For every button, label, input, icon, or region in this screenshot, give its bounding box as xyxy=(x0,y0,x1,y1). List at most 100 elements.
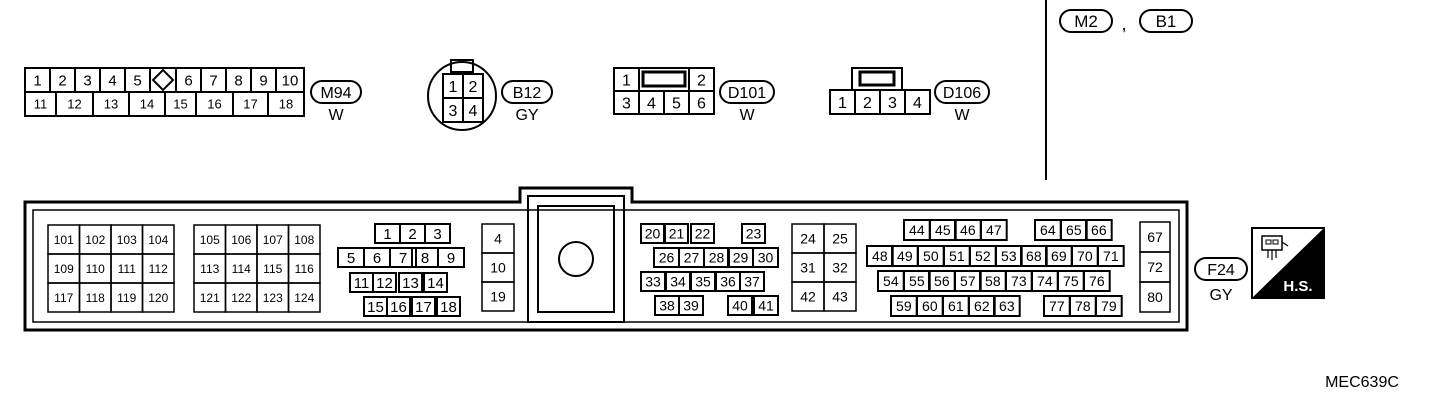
b12-label: B12 xyxy=(513,85,542,102)
pin-number: 24 xyxy=(800,231,816,247)
hs-badge-text: H.S. xyxy=(1283,278,1312,295)
pin-number: 12 xyxy=(376,275,393,292)
f24-pin: 62 xyxy=(968,295,996,317)
f24-pin: 123 xyxy=(256,282,290,313)
f24-pin: 67 xyxy=(1139,221,1171,253)
m94-color: W xyxy=(328,107,344,124)
m94-pin: 15 xyxy=(164,91,197,117)
pin-number: 77 xyxy=(1049,298,1065,314)
pin-number: 3 xyxy=(888,95,897,112)
pin-number: 110 xyxy=(86,262,105,276)
pin-number: 3 xyxy=(83,72,91,89)
f24-pin: 14 xyxy=(423,272,448,293)
pin-number: 43 xyxy=(832,289,848,305)
pin-number: 1 xyxy=(33,72,41,89)
pin-number: 1 xyxy=(622,72,631,89)
d106-pin: 1 xyxy=(829,89,856,115)
pin-number: 61 xyxy=(948,298,964,314)
f24-pin: 18 xyxy=(436,296,461,317)
f24-pin: 57 xyxy=(954,270,982,292)
pin-number: 66 xyxy=(1091,222,1107,238)
pin-number: 18 xyxy=(279,97,293,112)
f24-label: F24 xyxy=(1207,262,1235,279)
pin-number: 1 xyxy=(383,226,391,243)
pin-number: 27 xyxy=(684,250,700,266)
pin-number: 48 xyxy=(872,248,888,264)
b12-color: GY xyxy=(515,107,538,124)
f24-pin: 105 xyxy=(193,224,227,255)
ref-m2-oval xyxy=(1059,9,1113,33)
m94-pin: 9 xyxy=(250,67,277,93)
pin-number: 73 xyxy=(1011,273,1027,289)
f24-pin: 102 xyxy=(78,224,112,255)
pin-number: 60 xyxy=(922,298,938,314)
b12-latch xyxy=(450,59,474,73)
pin-number: 112 xyxy=(149,262,168,276)
f24-pin: 122 xyxy=(224,282,258,313)
b12-pin: 3 xyxy=(442,97,464,123)
f24-pin: 21 xyxy=(664,223,689,244)
m94-pin: 13 xyxy=(92,91,130,117)
f24-pin: 74 xyxy=(1031,270,1059,292)
f24-pin: 46 xyxy=(954,219,982,241)
f24-pin: 55 xyxy=(903,270,931,292)
pin-number: 106 xyxy=(231,233,251,247)
m94-pin: 17 xyxy=(232,91,269,117)
f24-pin: 48 xyxy=(866,245,894,267)
f24-pin: 2 xyxy=(399,223,426,244)
pin-number: 71 xyxy=(1103,248,1119,264)
pin-number: 53 xyxy=(1001,248,1017,264)
m94-pin: 18 xyxy=(267,91,305,117)
m94-pin: 16 xyxy=(195,91,234,117)
f24-pin: 40 xyxy=(727,295,753,316)
f24-pin: 120 xyxy=(141,282,175,313)
f24-pin: 12 xyxy=(372,272,397,293)
m94-pin: 4 xyxy=(99,67,126,93)
pin-number: 9 xyxy=(259,72,267,89)
pin-number: 63 xyxy=(999,298,1015,314)
f24-pin: 56 xyxy=(928,270,956,292)
pin-number: 7 xyxy=(399,250,407,267)
b12-body xyxy=(427,61,497,131)
pin-number: 57 xyxy=(960,273,976,289)
f24-pin: 4 xyxy=(481,223,515,254)
f24-pin: 22 xyxy=(690,223,715,244)
f24-pin: 10 xyxy=(481,252,515,283)
d101-label: D101 xyxy=(728,85,766,102)
f24-pin: 53 xyxy=(995,245,1023,267)
pin-number: 4 xyxy=(108,72,116,89)
d106-label: D106 xyxy=(943,85,981,102)
f24-pin: 16 xyxy=(386,296,411,317)
pin-number: 16 xyxy=(390,299,407,316)
f24-pin: 52 xyxy=(969,245,997,267)
b12-label-oval xyxy=(501,80,553,104)
d101-key xyxy=(641,70,687,88)
b12-pin: 2 xyxy=(462,73,484,99)
f24-pin: 44 xyxy=(903,219,931,241)
hs-badge: H.S. xyxy=(1251,227,1325,299)
pin-number: 8 xyxy=(234,72,242,89)
pin-number: 65 xyxy=(1066,222,1082,238)
pin-number: 102 xyxy=(85,233,105,247)
f24-pin: 15 xyxy=(363,296,388,317)
f24-pin: 9 xyxy=(437,247,465,268)
f24-pin: 17 xyxy=(411,296,436,317)
f24-center-window xyxy=(537,205,615,313)
f24-pin: 118 xyxy=(78,282,112,313)
pin-number: 34 xyxy=(670,274,686,290)
f24-pin: 104 xyxy=(141,224,175,255)
pin-number: 17 xyxy=(415,299,432,316)
f24-pin: 20 xyxy=(640,223,665,244)
m94-pin: 11 xyxy=(24,91,57,117)
pin-number: 2 xyxy=(408,226,416,243)
f24-pin: 38 xyxy=(654,295,680,316)
pin-number: 3 xyxy=(449,103,458,120)
